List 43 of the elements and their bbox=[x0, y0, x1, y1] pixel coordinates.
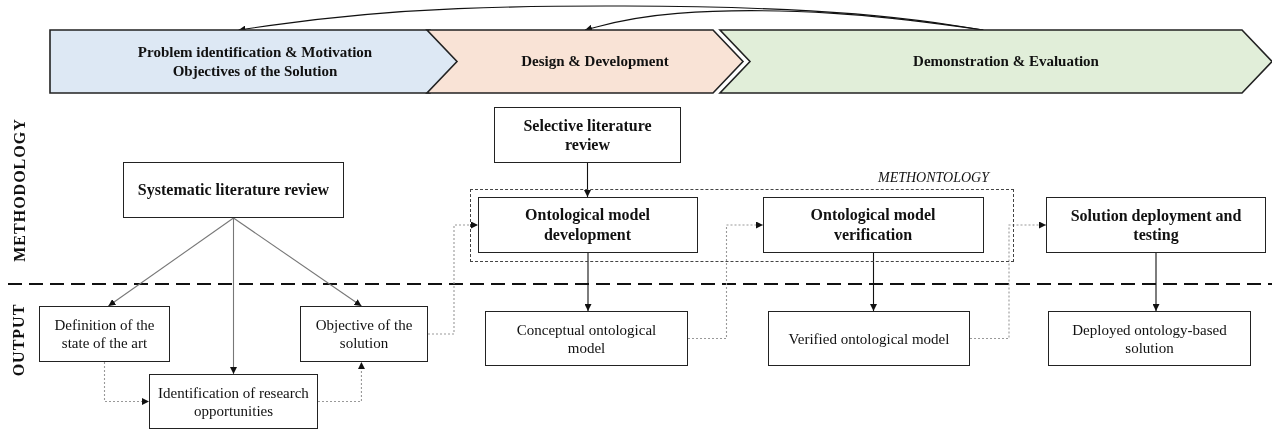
arrow bbox=[107, 217, 235, 307]
output-box bbox=[300, 306, 428, 362]
output-box bbox=[149, 374, 318, 429]
method-box bbox=[494, 107, 681, 163]
arrow bbox=[1152, 252, 1160, 312]
box-label: Ontological model verification bbox=[809, 205, 937, 244]
section-label: METHODOLOGY bbox=[10, 118, 29, 262]
method-box bbox=[762, 196, 984, 253]
box-label: Objective of the solution bbox=[314, 316, 414, 352]
box-label: Deployed ontology-based solution bbox=[1071, 320, 1228, 357]
arrow bbox=[870, 252, 877, 312]
group-heading: METHONTOLOGY bbox=[878, 170, 989, 186]
box-label: Definition of the state of the art bbox=[53, 316, 156, 352]
arrow bbox=[232, 217, 362, 307]
method-box bbox=[123, 162, 344, 218]
box-label: Conceptual ontological model bbox=[515, 320, 658, 357]
arrow bbox=[584, 252, 592, 312]
arrow bbox=[427, 221, 479, 335]
method-box bbox=[477, 196, 698, 253]
phase-banner bbox=[720, 30, 1272, 93]
phase-banner bbox=[427, 30, 743, 93]
arrow bbox=[317, 361, 365, 403]
box-label: Solution deployment and testing bbox=[1069, 205, 1243, 245]
section-label: OUTPUT bbox=[9, 303, 28, 377]
output-box bbox=[1048, 311, 1251, 366]
output-box bbox=[768, 311, 970, 366]
arrow bbox=[969, 221, 1047, 340]
phase-title: Design & Development bbox=[521, 52, 669, 71]
arrow bbox=[584, 162, 591, 198]
arrow bbox=[230, 217, 237, 375]
phase-title: Objectives of the Solution bbox=[172, 61, 338, 81]
phase-title: Problem identification & Motivation bbox=[137, 42, 373, 62]
box-label: Verified ontological model bbox=[788, 329, 950, 348]
output-box bbox=[39, 306, 170, 362]
arrow bbox=[103, 361, 150, 405]
box-label: Identification of research opportunities bbox=[157, 383, 310, 420]
output-box bbox=[485, 311, 688, 366]
box-label: Systematic literature review bbox=[137, 180, 330, 200]
box-label: Selective literature review bbox=[522, 115, 653, 155]
box-label: Ontological model development bbox=[524, 205, 651, 244]
arrow bbox=[687, 221, 764, 340]
method-box bbox=[1046, 197, 1266, 253]
phase-title: Demonstration & Evaluation bbox=[913, 52, 1099, 71]
